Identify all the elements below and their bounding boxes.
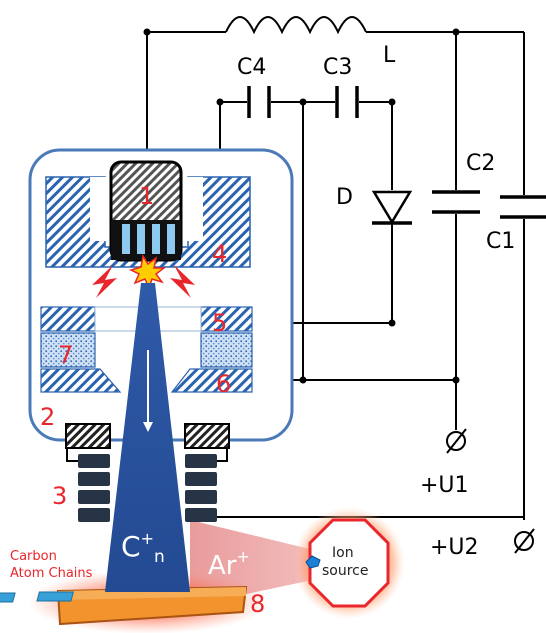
wire-c3-right	[359, 101, 393, 190]
part-number-8: 8	[250, 590, 265, 618]
ion-source-label-line2: source	[322, 563, 369, 579]
coil-3-right	[185, 454, 217, 522]
coil-2-right	[184, 423, 230, 449]
ion-source-label-line1: Ion	[332, 545, 354, 561]
carbon-ion-label: C+n	[121, 529, 165, 567]
terminal-u2-symbol	[514, 528, 535, 554]
insulator-7-right	[200, 332, 253, 368]
cathode-slots	[122, 224, 175, 254]
ion-source-octagon	[308, 518, 390, 608]
carbon-chains-label-line2: Atom Chains	[10, 566, 93, 581]
ion-emitter	[305, 555, 321, 569]
electrode-5-left	[40, 306, 96, 332]
electrode-6-left	[40, 368, 122, 393]
part-number-4: 4	[212, 240, 227, 268]
label-d: D	[336, 185, 353, 210]
label-c1: C1	[486, 229, 515, 254]
part-number-1: 1	[139, 182, 154, 210]
capacitor-c1	[500, 195, 546, 219]
label-u2: +U2	[430, 535, 479, 560]
part-number-5: 5	[212, 309, 227, 337]
electrode-6-right	[170, 368, 253, 393]
argon-ion-label: Ar+	[208, 547, 250, 581]
electrode-5-right	[200, 306, 253, 332]
capacitor-c3	[335, 86, 359, 118]
carbon-chains-label-line1: Carbon	[10, 549, 57, 564]
label-u1: +U1	[420, 473, 469, 498]
insulator-7-left	[40, 332, 96, 368]
part-number-2: 2	[40, 403, 55, 431]
part-number-7: 7	[58, 341, 73, 369]
coil-2-left	[65, 423, 111, 449]
label-l: L	[383, 43, 396, 68]
spark-flash	[128, 253, 167, 291]
spark-arrows	[92, 265, 195, 298]
coil-3-left	[78, 454, 110, 522]
part-number-6: 6	[216, 370, 231, 398]
capacitor-c4	[247, 86, 271, 118]
label-c2: C2	[466, 151, 495, 176]
wire-cathode-top	[146, 31, 226, 160]
label-c3: C3	[323, 55, 352, 80]
terminal-u1-symbol	[446, 428, 467, 454]
part-number-3: 3	[52, 482, 67, 510]
diode-d	[371, 190, 413, 225]
carbon-beam	[105, 283, 190, 592]
substrate-pads	[0, 591, 75, 603]
inductor-coil	[225, 16, 367, 35]
label-c4: C4	[237, 55, 266, 80]
capacitor-c2	[432, 190, 480, 214]
